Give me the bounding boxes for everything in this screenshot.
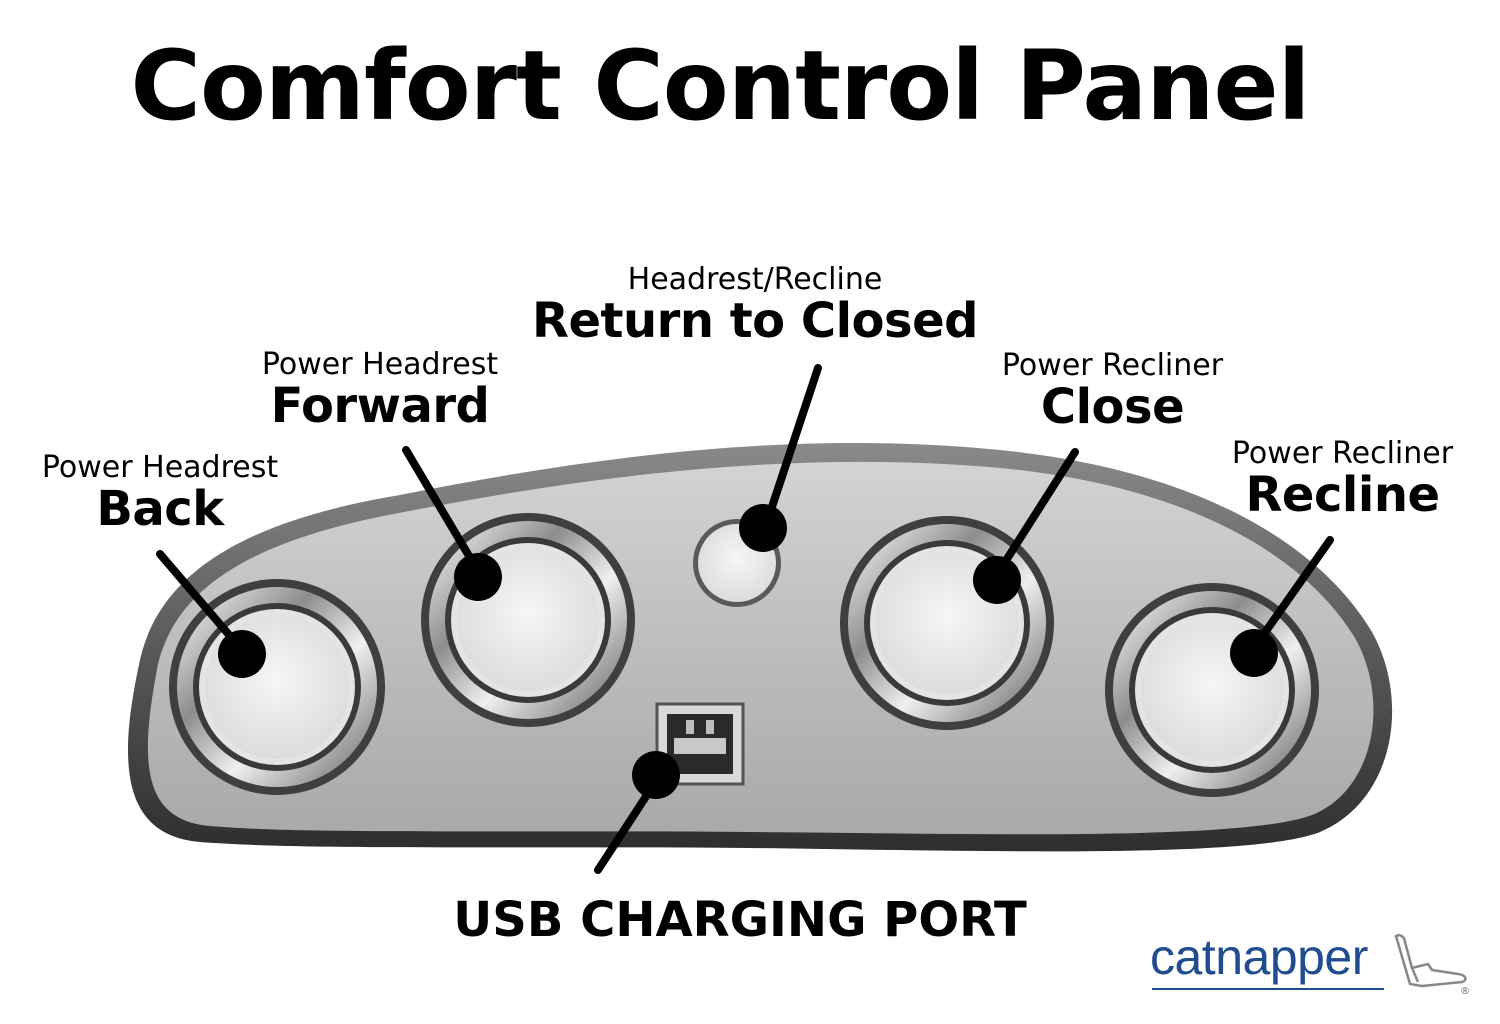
leader-back: [156, 550, 246, 654]
label-recliner-recline-small: Power Recliner: [1231, 436, 1454, 471]
headrest-forward-button[interactable]: [421, 513, 635, 727]
brand-name: catnapper: [1150, 929, 1368, 985]
label-recliner-close: Power Recliner Close: [975, 350, 1250, 432]
recliner-close-button[interactable]: [840, 516, 1054, 730]
page-title: Comfort Control Panel: [130, 30, 1311, 142]
leader-lines: [156, 364, 1334, 874]
recliner-icon: ®: [1394, 934, 1470, 994]
leader-return: [761, 364, 822, 532]
recliner-recline-button[interactable]: [1105, 583, 1319, 797]
leader-recline: [1250, 536, 1334, 652]
leader-close: [994, 448, 1079, 577]
brand-logo: catnapper ®: [1150, 928, 1480, 998]
leader-dots: [218, 504, 1278, 799]
label-headrest-forward-small: Power Headrest: [261, 347, 499, 382]
label-return-to-closed: Headrest/Recline Return to Closed: [525, 264, 985, 346]
label-usb-charging-port: USB CHARGING PORT: [453, 892, 1027, 948]
label-headrest-back-small: Power Headrest: [41, 450, 279, 485]
brand-underline: [1152, 988, 1384, 990]
label-headrest-forward: Power Headrest Forward: [240, 349, 520, 431]
label-headrest-back: Power Headrest Back: [20, 452, 300, 534]
label-recliner-close-small: Power Recliner: [1001, 348, 1224, 383]
headrest-back-button[interactable]: [169, 579, 385, 795]
label-headrest-forward-large: Forward: [270, 377, 490, 434]
label-recliner-recline: Power Recliner Recline: [1205, 438, 1480, 520]
label-return-to-closed-large: Return to Closed: [532, 292, 978, 349]
leader-forward: [402, 446, 482, 575]
label-recliner-close-large: Close: [1040, 378, 1185, 435]
label-return-to-closed-small: Headrest/Recline: [627, 262, 883, 297]
usb-port[interactable]: [655, 702, 745, 786]
label-headrest-back-large: Back: [96, 480, 224, 537]
label-recliner-recline-large: Recline: [1245, 466, 1440, 523]
registered-mark: ®: [1460, 986, 1470, 994]
